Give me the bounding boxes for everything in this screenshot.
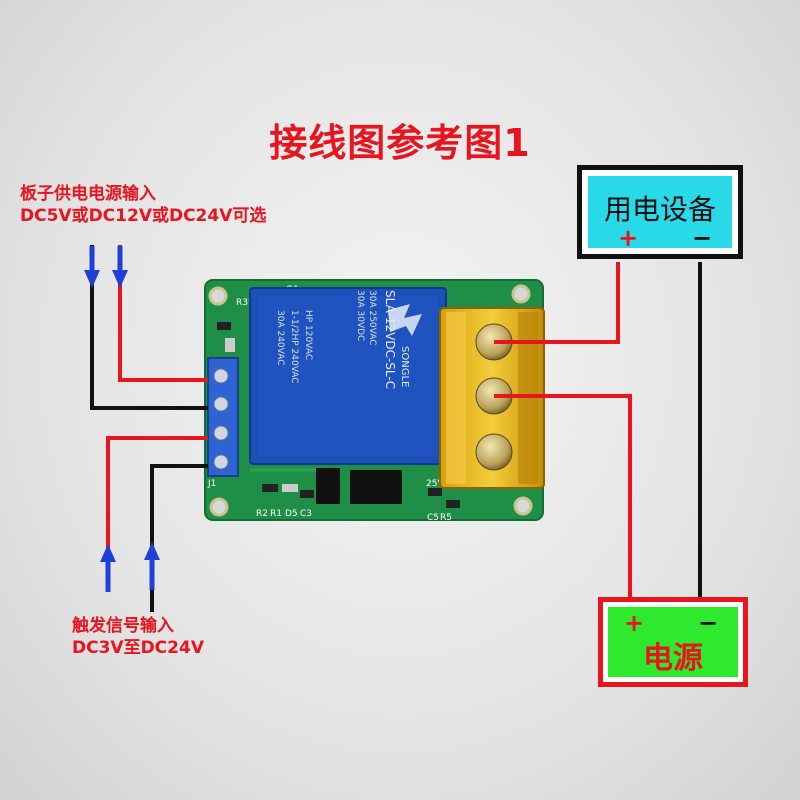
trigger-positive-wire — [106, 436, 208, 590]
load-device-fill: 用电设备 + − — [588, 176, 732, 252]
trigger-input-title: 触发信号输入 — [72, 616, 174, 636]
load-device-label: 用电设备 — [603, 193, 716, 226]
label-r1: R1 — [270, 509, 282, 519]
trigger-input-label: 触发信号输入 DC3V至DC24V — [72, 615, 204, 659]
label-d5: D5 — [285, 509, 298, 519]
power-source-box: + − 电源 — [598, 597, 748, 687]
source-positive-wire — [494, 394, 632, 598]
label-c5: C5 — [427, 513, 439, 523]
songle-logo-icon — [388, 304, 422, 336]
power-input-voltage: DC5V或DC12V或DC24V可选 — [20, 206, 267, 226]
relay-rating2: 30A 30VDC — [355, 290, 365, 341]
power-source-label: 电源 — [643, 641, 703, 676]
power-input-label: 板子供电电源输入 DC5V或DC12V或DC24V可选 — [20, 183, 266, 227]
power-source-plus: + — [624, 609, 645, 637]
load-device-plus: + — [618, 224, 639, 252]
power-input-negative-wire — [90, 245, 208, 410]
arrow-down-icon — [84, 246, 100, 288]
mount-hole-icon — [511, 284, 531, 304]
power-source-minus: − — [698, 609, 719, 637]
screw-icon — [475, 433, 513, 471]
screw-icon — [213, 396, 229, 412]
input-terminal-block — [207, 357, 239, 477]
relay-model: SLA-12VDC-SL-C — [383, 290, 397, 389]
relay-rating3: 1-1/2HP 240VAC — [289, 310, 299, 384]
power-source-fill: + − 电源 — [608, 607, 738, 677]
mount-hole-icon — [209, 497, 229, 517]
label-25v: 25V — [426, 479, 444, 489]
trigger-input-voltage: DC3V至DC24V — [72, 638, 204, 658]
load-device-minus: − — [692, 224, 713, 252]
power-input-title: 板子供电电源输入 — [20, 184, 156, 204]
relay-rating4: 30A 240VAC — [275, 310, 285, 366]
arrow-down-icon — [112, 246, 128, 288]
mount-hole-icon — [513, 496, 533, 516]
arrow-up-icon — [100, 544, 116, 592]
label-r3: R3 — [236, 298, 248, 308]
trigger-negative-wire — [150, 464, 208, 612]
diagram-title: 接线图参考图1 — [269, 121, 531, 165]
label-c3: C3 — [300, 509, 312, 519]
label-j1: J1 — [207, 479, 216, 489]
load-device-box: 用电设备 + − — [577, 165, 743, 259]
arrow-up-icon — [144, 542, 160, 590]
screw-icon — [213, 368, 229, 384]
label-r2: R2 — [256, 509, 268, 519]
output-terminal-block — [439, 307, 545, 489]
relay-rating1: 30A 250VAC — [367, 290, 377, 346]
screw-icon — [213, 454, 229, 470]
power-input-positive-wire — [118, 245, 208, 382]
device-positive-wire — [494, 262, 620, 344]
relay-brand: SONGLE — [399, 346, 410, 387]
label-r5: R5 — [440, 513, 452, 523]
relay-hp: HP 120VAC — [303, 310, 313, 360]
relay: SLA-12VDC-SL-C 30A 250VAC 30A 30VDC SONG… — [249, 287, 447, 465]
screw-icon — [213, 425, 229, 441]
mount-hole-icon — [208, 286, 228, 306]
